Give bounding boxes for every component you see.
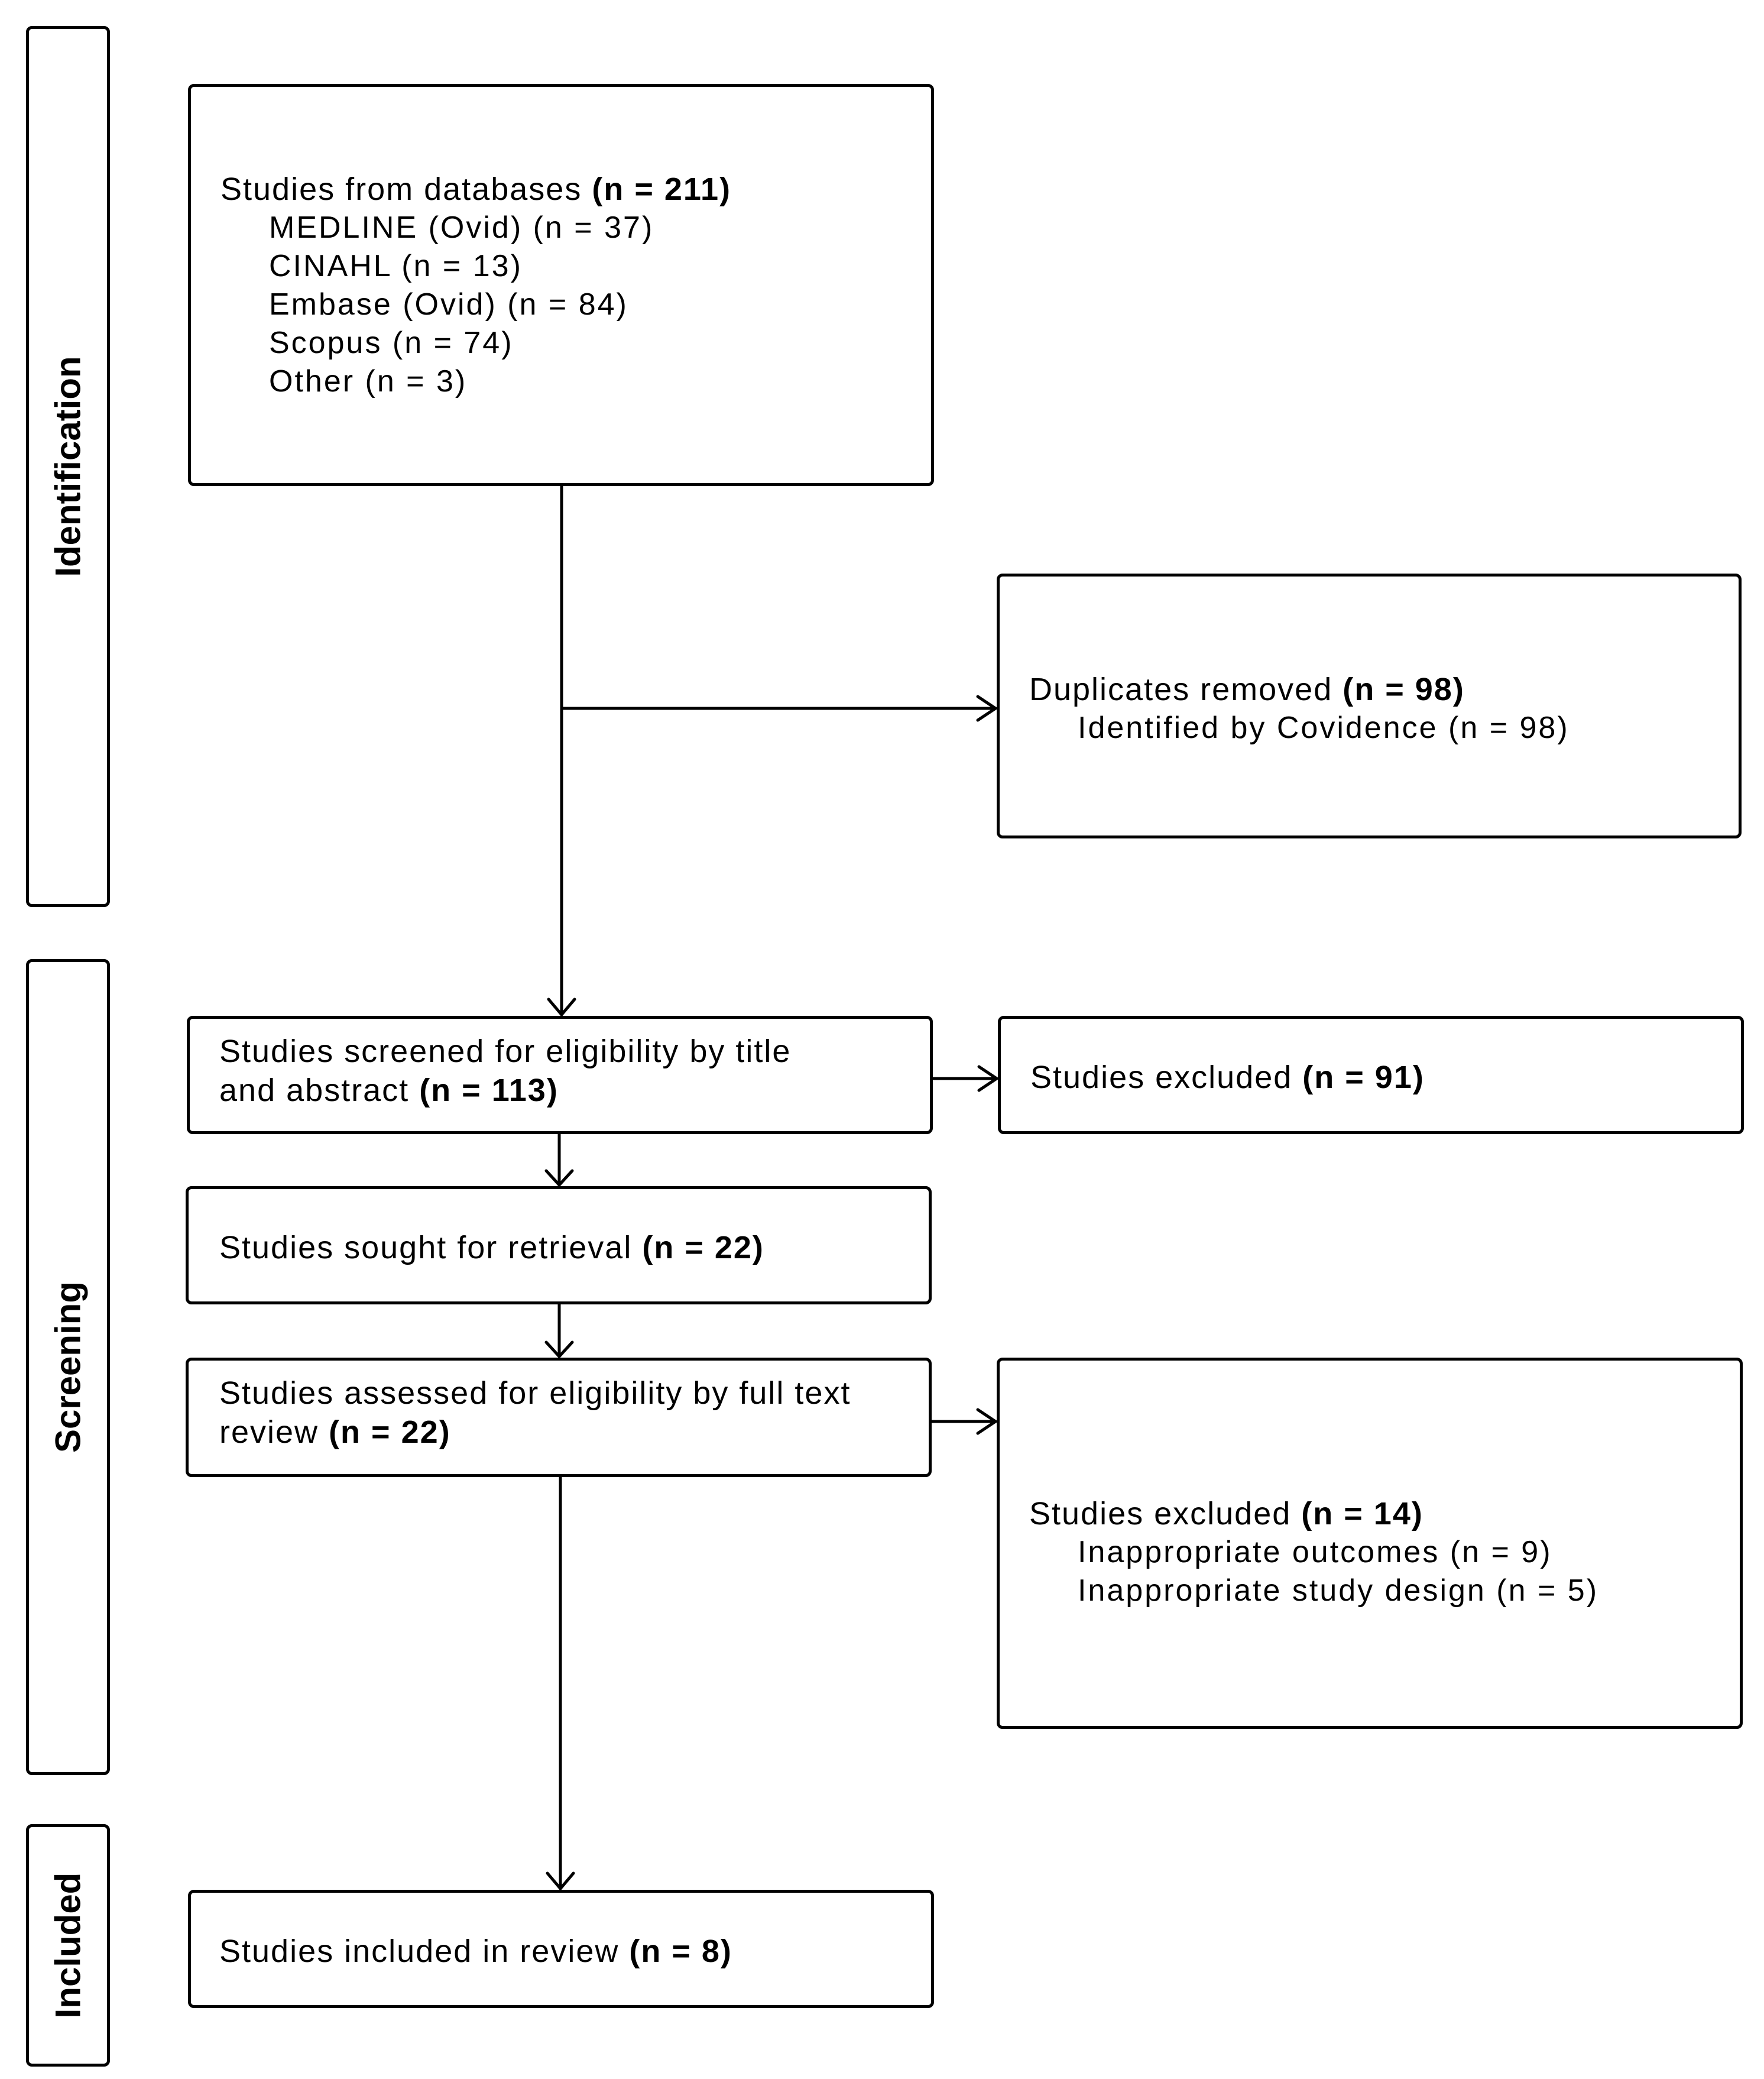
source-item: MEDLINE (Ovid) (n = 37) xyxy=(269,211,654,245)
arrowhead xyxy=(546,1871,575,1890)
retrieval-label: Studies sought for retrieval xyxy=(219,1230,633,1265)
included-box: Studies included in review (n = 8) xyxy=(188,1890,934,2008)
arrowhead xyxy=(544,1340,574,1358)
source-item: Embase (Ovid) (n = 84) xyxy=(269,287,628,322)
stage-included: Included xyxy=(26,1824,110,2067)
stage-screening: Screening xyxy=(26,959,110,1775)
included-count: (n = 8) xyxy=(629,1934,732,1969)
source-item: CINAHL (n = 13) xyxy=(269,249,523,283)
excluded-full-label: Studies excluded xyxy=(1029,1496,1292,1531)
source-item: Scopus (n = 74) xyxy=(269,326,514,360)
duplicates-detail: Identified by Covidence (n = 98) xyxy=(1078,711,1570,745)
arrowhead xyxy=(547,998,576,1016)
arrowhead xyxy=(976,1408,997,1435)
duplicates-count: (n = 98) xyxy=(1343,672,1465,707)
screened-line2: and abstract xyxy=(219,1073,410,1108)
stage-identification: Identification xyxy=(26,26,110,907)
duplicates-label: Duplicates removed xyxy=(1029,672,1333,707)
screened-box: Studies screened for eligibility by titl… xyxy=(187,1016,933,1134)
identification-count: (n = 211) xyxy=(592,171,731,207)
excluded-full-count: (n = 14) xyxy=(1301,1496,1423,1531)
excluded-screen-count: (n = 91) xyxy=(1302,1060,1425,1095)
exclusion-reason: Inappropriate outcomes (n = 9) xyxy=(1078,1535,1552,1569)
retrieval-count: (n = 22) xyxy=(642,1230,764,1265)
excluded-screen-label: Studies excluded xyxy=(1030,1060,1293,1095)
duplicates-box: Duplicates removed (n = 98) Identified b… xyxy=(997,574,1742,838)
assessed-line2: review xyxy=(219,1414,319,1450)
arrowhead xyxy=(977,1065,998,1092)
identification-box: Studies from databases (n = 211) MEDLINE… xyxy=(188,84,934,486)
source-item: Other (n = 3) xyxy=(269,364,468,399)
included-label: Studies included in review xyxy=(219,1934,620,1969)
assessed-box: Studies assessed for eligibility by full… xyxy=(186,1358,932,1477)
assessed-line1: Studies assessed for eligibility by full… xyxy=(219,1375,851,1411)
screened-line1: Studies screened for eligibility by titl… xyxy=(219,1034,792,1069)
arrowhead xyxy=(544,1169,574,1187)
exclusion-reason: Inappropriate study design (n = 5) xyxy=(1078,1573,1599,1608)
arrowhead xyxy=(976,695,997,722)
identification-label: Studies from databases xyxy=(220,171,582,207)
excluded-full-box: Studies excluded (n = 14) Inappropriate … xyxy=(997,1358,1743,1729)
screened-count: (n = 113) xyxy=(419,1073,559,1108)
assessed-count: (n = 22) xyxy=(329,1414,451,1450)
retrieval-box: Studies sought for retrieval (n = 22) xyxy=(186,1186,932,1304)
excluded-screen-box: Studies excluded (n = 91) xyxy=(998,1016,1744,1134)
